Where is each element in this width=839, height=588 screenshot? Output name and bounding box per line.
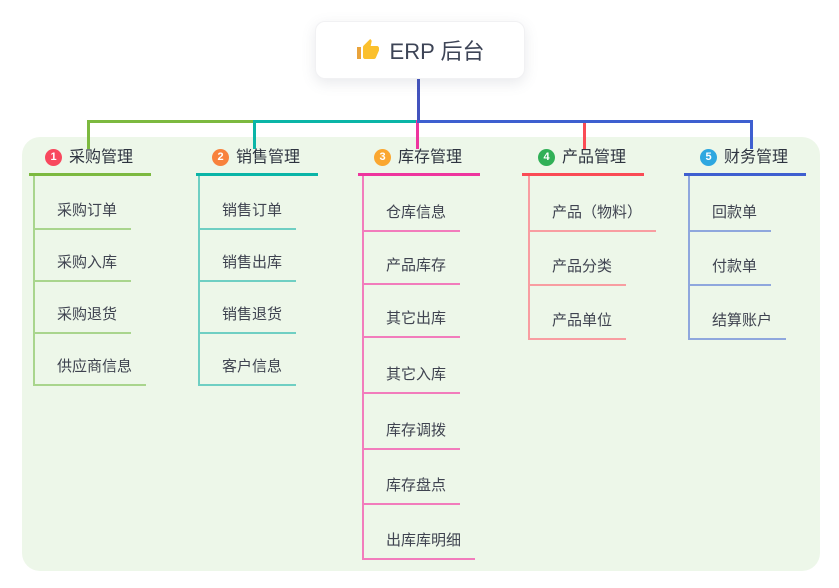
child-label: 销售退货 [222,306,283,323]
child-label: 库存盘点 [386,477,447,494]
connector-purchase-drop [87,120,90,149]
child-label: 回款单 [712,204,758,221]
child-node-payment-bill[interactable]: 付款单 [688,257,772,286]
child-label: 结算账户 [712,312,773,329]
child-label: 采购订单 [57,202,118,219]
child-label: 采购退货 [57,306,118,323]
child-label: 产品库存 [386,257,447,274]
branch-badge-3: 3 [374,149,391,166]
branch-node-finance[interactable]: 5 财务管理 [684,147,807,176]
child-node-other-outbound[interactable]: 其它出库 [362,309,461,338]
branch-inventory-vline [362,176,364,560]
branch-title-sales: 销售管理 [236,149,301,166]
child-label: 产品单位 [552,312,613,329]
child-node-product-material[interactable]: 产品（物料） [528,203,657,232]
child-node-receipt-bill[interactable]: 回款单 [688,203,772,232]
root-connector [417,77,420,122]
branch-badge-4: 4 [538,149,555,166]
connector-purchase-bus [87,120,256,123]
child-label: 出库库明细 [386,532,462,549]
branch-badge-1: 1 [45,149,62,166]
branch-node-inventory[interactable]: 3 库存管理 [358,147,481,176]
child-label: 产品（物料） [552,204,643,221]
child-label: 产品分类 [552,258,613,275]
branch-title-finance: 财务管理 [724,149,789,166]
branch-badge-5: 5 [700,149,717,166]
branch-title-product: 产品管理 [562,149,627,166]
branch-node-product[interactable]: 4 产品管理 [522,147,645,176]
child-node-supplier-info[interactable]: 供应商信息 [33,357,147,386]
child-node-customer-info[interactable]: 客户信息 [198,357,297,386]
child-node-sales-outbound[interactable]: 销售出库 [198,253,297,282]
child-label: 仓库信息 [386,204,447,221]
thumbs-up-icon [356,38,380,62]
branch-node-purchase[interactable]: 1 采购管理 [29,147,152,176]
child-node-sales-order[interactable]: 销售订单 [198,201,297,230]
child-label: 销售出库 [222,254,283,271]
branch-finance-vline [688,176,690,340]
child-label: 供应商信息 [57,358,133,375]
child-node-stock-transfer[interactable]: 库存调拨 [362,421,461,450]
child-node-warehouse-info[interactable]: 仓库信息 [362,203,461,232]
child-label: 其它入库 [386,366,447,383]
child-node-product-stock[interactable]: 产品库存 [362,256,461,285]
branch-title-purchase: 采购管理 [69,149,134,166]
connector-sales-drop [253,120,256,149]
branches-panel [22,137,820,571]
child-label: 销售订单 [222,202,283,219]
root-title: ERP 后台 [389,39,485,64]
branch-node-sales[interactable]: 2 销售管理 [196,147,319,176]
child-label: 其它出库 [386,310,447,327]
root-node[interactable]: ERP 后台 [315,21,525,79]
branch-title-inventory: 库存管理 [398,149,463,166]
child-node-product-unit[interactable]: 产品单位 [528,311,627,340]
branch-product-vline [528,176,530,340]
child-node-purchase-inbound[interactable]: 采购入库 [33,253,132,282]
connector-finance-bus [417,120,753,123]
child-label: 付款单 [712,258,758,275]
connector-sales-bus [253,120,419,123]
child-node-product-category[interactable]: 产品分类 [528,257,627,286]
connector-inventory-drop [416,120,419,149]
child-node-stock-count[interactable]: 库存盘点 [362,476,461,505]
connector-product-drop [583,120,586,149]
child-node-sales-return[interactable]: 销售退货 [198,305,297,334]
connector-finance-drop [750,120,753,149]
branch-badge-2: 2 [212,149,229,166]
child-node-settlement-account[interactable]: 结算账户 [688,311,787,340]
child-label: 采购入库 [57,254,118,271]
child-node-purchase-return[interactable]: 采购退货 [33,305,132,334]
child-node-outbound-detail[interactable]: 出库库明细 [362,531,476,560]
child-node-other-inbound[interactable]: 其它入库 [362,365,461,394]
child-label: 库存调拨 [386,422,447,439]
child-label: 客户信息 [222,358,283,375]
child-node-purchase-order[interactable]: 采购订单 [33,201,132,230]
